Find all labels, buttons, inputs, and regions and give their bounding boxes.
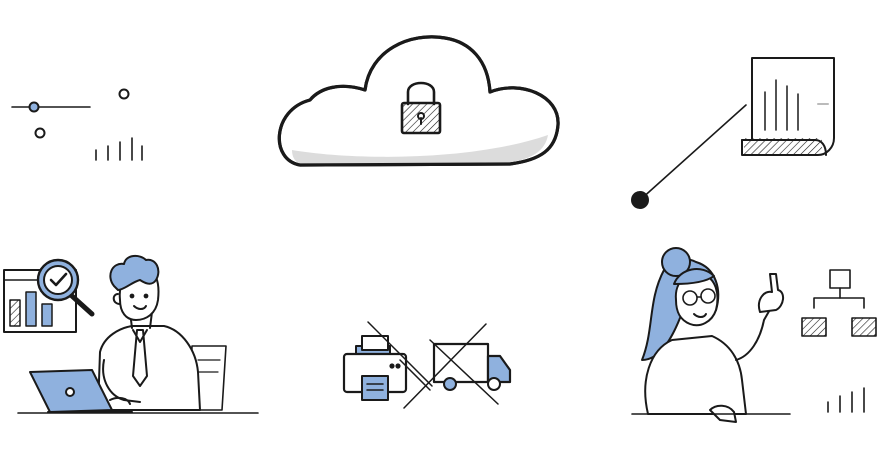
document-chart-icon <box>631 57 835 209</box>
lock-icon <box>400 81 442 135</box>
printer-crossed-icon <box>342 321 433 401</box>
woman-presenting-illustration <box>631 247 791 423</box>
analyst-with-laptop-illustration <box>17 254 259 414</box>
mini-bars-bottom-right <box>827 387 865 413</box>
slider-icon <box>11 88 130 139</box>
cloud-lock-icon <box>277 35 560 167</box>
mini-bars-top-left <box>95 137 143 161</box>
truck-crossed-icon <box>399 323 512 409</box>
org-chart-icon <box>801 269 877 337</box>
magnifier-check-icon <box>36 258 95 317</box>
